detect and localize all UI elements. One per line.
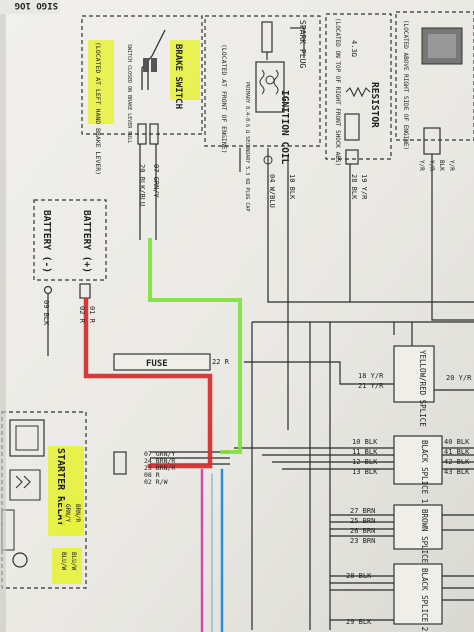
brown-splice-label: BROWN SPLICE	[420, 509, 429, 564]
ignition-coil-box: SPARK PLUG IGNITION COIL (LOCATED AT FRO…	[204, 15, 321, 211]
resistor-note: (LOCATED ON TOP OF RIGHT FRONT SHOCK ABS…	[334, 18, 341, 166]
relay-side-b: BRN/R	[74, 504, 81, 522]
starter-relay-label: STARTER RELAY	[55, 448, 66, 526]
wire-40-blk: 40 BLK	[444, 438, 470, 446]
brake-switch-title: BRAKE SWITCH	[173, 44, 183, 109]
relay-wire-02: 02 R/W	[144, 478, 168, 486]
green-wire-highlight	[148, 238, 242, 454]
brake-switch-sub: SWITCH CLOSED ON BRAKE LEVER PULL	[126, 44, 132, 143]
relay-wire-08: 08 R	[144, 471, 160, 479]
yellow-red-splice-label: YELLOW/RED SPLICE	[418, 350, 427, 427]
wire-21-y-r: 21 Y/R	[358, 382, 384, 390]
wire-07-grn-y: 07 GRN/Y	[152, 164, 160, 199]
wire-18-y-r: 18 Y/R	[358, 372, 384, 380]
black-splice-1-label: BLACK SPLICE 1	[420, 440, 429, 503]
wire-29-blk: 29 BLK	[346, 618, 372, 626]
relay-wire-07: 07 GRN/Y	[144, 450, 175, 458]
fuse: FUSE	[113, 353, 211, 371]
black-splice-2: BLACK SPLICE 2	[393, 563, 443, 631]
spark-plug-title: SPARK PLUG	[298, 20, 307, 68]
wire-26-brn: 26 BRN	[350, 527, 375, 535]
right-module-note: (LOCATED ABOVE RIGHT SIDE OF ENGINE)	[402, 20, 409, 150]
wire-22-r: 22 R	[212, 358, 230, 366]
resistor-value: 4.3Ω	[350, 40, 358, 57]
ignition-coil-note: (LOCATED AT FRONT OF ENGINE)	[220, 44, 228, 154]
wire-42-blk: 42 BLK	[444, 458, 470, 466]
wire-41-blk: 41 BLK	[444, 448, 470, 456]
wire-20-y-r: 20 Y/R	[446, 374, 472, 382]
yellow-red-splice: YELLOW/RED SPLICE	[393, 345, 435, 427]
highlighted-wires	[83, 238, 242, 632]
wire-25-brn: 25 BRN	[350, 517, 375, 525]
brake-switch-box: BRAKE SWITCH (LOCATED AT LEFT HAND BRAKE…	[81, 15, 203, 175]
resistor-title: RESISTOR	[369, 82, 380, 128]
wire-19-y-r: 19 Y/R	[360, 174, 368, 200]
wire-10-blk-b: 10 BLK	[352, 438, 378, 446]
ignition-coil-title: IGNITION COIL	[279, 90, 290, 165]
header-text: SIGO 1OG	[15, 0, 58, 10]
right-col-2: Y/R	[428, 160, 435, 171]
relay-wire-24: 24 BRN/R	[144, 457, 175, 465]
wire-10-blk: 10 BLK	[288, 174, 296, 200]
battery-pos-label: BATTERY (+)	[81, 210, 92, 273]
wire-02-r: 02 R	[78, 306, 86, 324]
wire-01-r: 01 R	[88, 306, 96, 324]
wire-43-blk: 43 BLK	[444, 468, 470, 476]
wire-20-blk-blu: 20 BLK/BLU	[138, 164, 146, 206]
right-col-4: Y/R	[448, 160, 455, 171]
right-module-box: (LOCATED ABOVE RIGHT SIDE OF ENGINE)	[395, 11, 474, 155]
starter-relay-box: STARTER RELAY	[1, 411, 127, 589]
wire-09-blk: 09 BLK	[42, 300, 50, 326]
wire-13-blk: 13 BLK	[352, 468, 378, 476]
wire-12-blk: 12 BLK	[352, 458, 378, 466]
wire-04-w-blu: 04 W/BLU	[268, 174, 276, 208]
fuse-label: FUSE	[146, 359, 168, 369]
resistor-box: RESISTOR 4.3Ω (LOCATED ON TOP OF RIGHT F…	[325, 13, 392, 166]
wire-28-blk-b: 28 BLK	[346, 572, 372, 580]
relay-side-c: BLU/W	[60, 552, 67, 570]
black-splice-2-label: BLACK SPLICE 2	[420, 568, 429, 631]
brown-splice: BROWN SPLICE	[393, 504, 443, 564]
wire-28-blk: 28 BLK	[350, 174, 358, 200]
wire-23-brn: 23 BRN	[350, 537, 375, 545]
black-wires	[47, 144, 474, 630]
brake-switch-highlight	[170, 40, 200, 100]
battery-neg-label: BATTERY (-)	[41, 210, 52, 273]
ignition-coil-sub: PRIMARY 0.4-0.6 Ω SECONDARY 5.3 KΩ PLUG …	[244, 82, 250, 211]
wire-11-blk: 11 BLK	[352, 448, 378, 456]
relay-side-d: BLU/W	[70, 552, 77, 570]
relay-wire-23: 23 BRN/R	[144, 464, 175, 472]
relay-side-a: GRN/Y	[64, 504, 71, 522]
black-splice-1: BLACK SPLICE 1	[393, 435, 443, 503]
wire-labels: 01 R 02 R 09 BLK 22 R 07 GRN/Y 20 BLK/BL…	[42, 160, 472, 626]
right-col-3: BLK	[438, 160, 445, 171]
brake-switch-note: (LOCATED AT LEFT HAND BRAKE LEVER)	[94, 42, 102, 175]
red-wire-highlight	[83, 297, 213, 469]
wire-27-brn: 27 BRN	[350, 507, 375, 515]
right-col-1: Y/R	[418, 160, 425, 171]
